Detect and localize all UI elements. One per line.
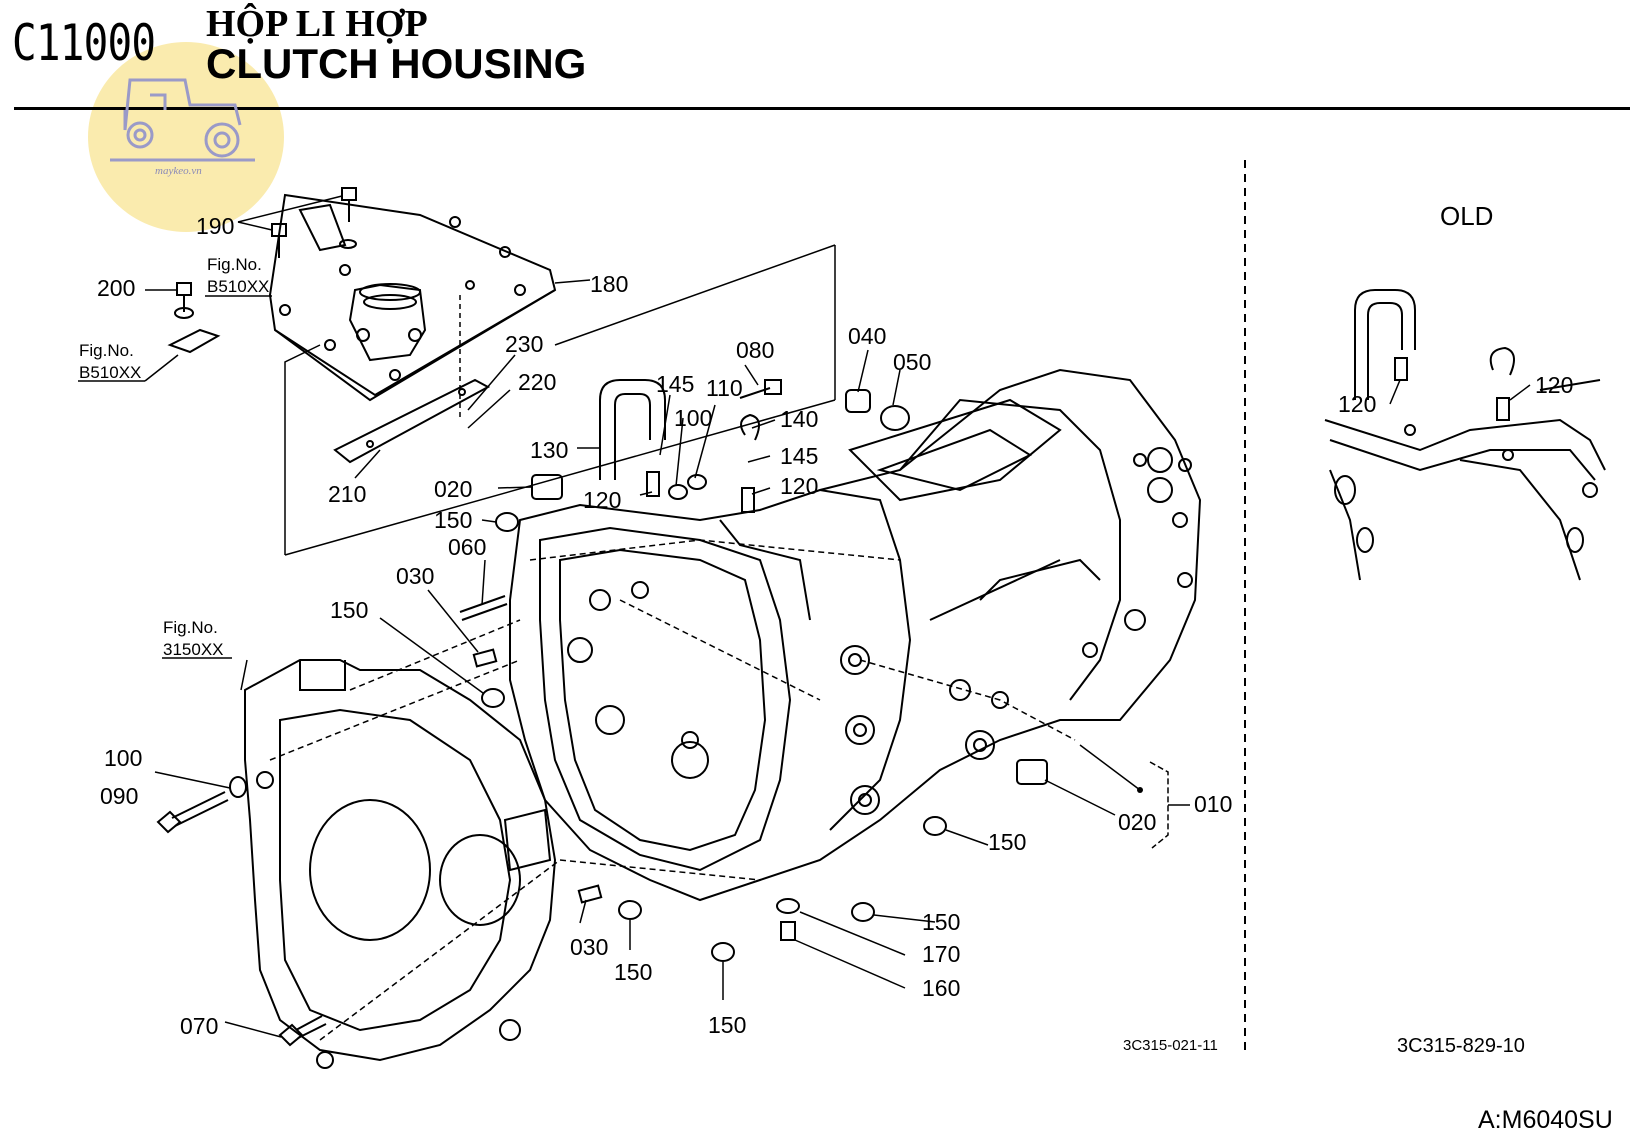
label-030-a: 030 xyxy=(396,563,434,589)
label-145-a: 145 xyxy=(656,371,694,397)
header-rule xyxy=(14,107,1630,110)
title-english: CLUTCH HOUSING xyxy=(206,40,587,87)
label-180: 180 xyxy=(590,271,628,297)
part-labels: 190 200 180 230 220 210 080 145 110 100 … xyxy=(97,213,1232,1039)
label-020-b: 020 xyxy=(1118,809,1156,835)
clutch-housing-010 xyxy=(509,368,1202,902)
label-020-a: 020 xyxy=(434,476,472,502)
pipe-130 xyxy=(599,379,666,480)
label-160: 160 xyxy=(922,975,960,1001)
old-label-120-b: 120 xyxy=(1535,372,1573,398)
fig-refs: Fig.No. B510XX Fig.No. B510XX Fig.No. 31… xyxy=(79,255,269,659)
label-100-b: 100 xyxy=(104,745,142,771)
drawing-number-old: 3C315-829-10 xyxy=(1397,1035,1525,1057)
label-090: 090 xyxy=(100,783,138,809)
label-120-a: 120 xyxy=(780,473,818,499)
watermark-logo xyxy=(88,42,284,232)
label-150-b: 150 xyxy=(330,597,368,623)
bracket-190 xyxy=(271,187,357,258)
label-100: 100 xyxy=(674,405,712,431)
fig-ref-label-3: Fig.No. xyxy=(163,618,218,637)
label-150-f: 150 xyxy=(922,909,960,935)
label-145-b: 145 xyxy=(780,443,818,469)
label-120-b: 120 xyxy=(583,487,621,513)
label-210: 210 xyxy=(328,481,366,507)
label-080: 080 xyxy=(736,337,774,363)
old-panel-drawing xyxy=(1324,289,1606,581)
label-130: 130 xyxy=(530,437,568,463)
washer-100-left xyxy=(229,776,247,798)
label-230: 230 xyxy=(505,331,543,357)
label-010: 010 xyxy=(1194,791,1232,817)
label-070: 070 xyxy=(180,1013,218,1039)
plug-170-160 xyxy=(776,898,800,941)
label-190: 190 xyxy=(196,213,234,239)
label-030-b: 030 xyxy=(570,934,608,960)
bracket-010 xyxy=(1149,761,1169,849)
label-050: 050 xyxy=(893,349,931,375)
label-150-d: 150 xyxy=(708,1012,746,1038)
label-060: 060 xyxy=(448,534,486,560)
bolt-200 xyxy=(167,282,221,354)
label-140: 140 xyxy=(780,406,818,432)
plug-040-050 xyxy=(845,389,910,431)
fig-ref-code-1: B510XX xyxy=(207,277,269,296)
title-vietnamese: HỘP LI HỢP xyxy=(206,3,428,45)
dowel-030-upper xyxy=(472,648,498,668)
fig-ref-code-3: 3150XX xyxy=(163,640,224,659)
leader-lines xyxy=(145,195,1141,1038)
bushing-020 xyxy=(531,474,1048,785)
dowel-030-lower xyxy=(577,884,603,904)
label-220: 220 xyxy=(518,369,556,395)
old-label-120-a: 120 xyxy=(1338,391,1376,417)
fittings-140-145 xyxy=(646,379,782,513)
old-panel-title: OLD xyxy=(1440,201,1493,231)
model-code: A:M6040SU xyxy=(1478,1106,1613,1134)
callout-frame xyxy=(284,344,321,555)
fig-ref-label-2: Fig.No. xyxy=(79,341,134,360)
label-200: 200 xyxy=(97,275,135,301)
section-code: C11000 xyxy=(12,14,156,72)
label-150-a: 150 xyxy=(434,507,472,533)
label-150-c: 150 xyxy=(614,959,652,985)
top-cover-180 xyxy=(268,193,557,402)
fig-ref-code-2: B510XX xyxy=(79,363,141,382)
bolt-090 xyxy=(156,791,229,834)
watermark-text: maykeo.vn xyxy=(155,165,202,177)
label-170: 170 xyxy=(922,941,960,967)
fig-ref-label-1: Fig.No. xyxy=(207,255,262,274)
label-110: 110 xyxy=(706,375,743,401)
flywheel-housing xyxy=(244,659,557,1069)
label-150-e: 150 xyxy=(988,829,1026,855)
tractor-icon xyxy=(110,78,255,162)
bolt-070 xyxy=(278,1015,327,1047)
stud-060 xyxy=(459,595,508,621)
drawing-number-main: 3C315-021-11 xyxy=(1123,1037,1218,1054)
label-040: 040 xyxy=(848,323,886,349)
